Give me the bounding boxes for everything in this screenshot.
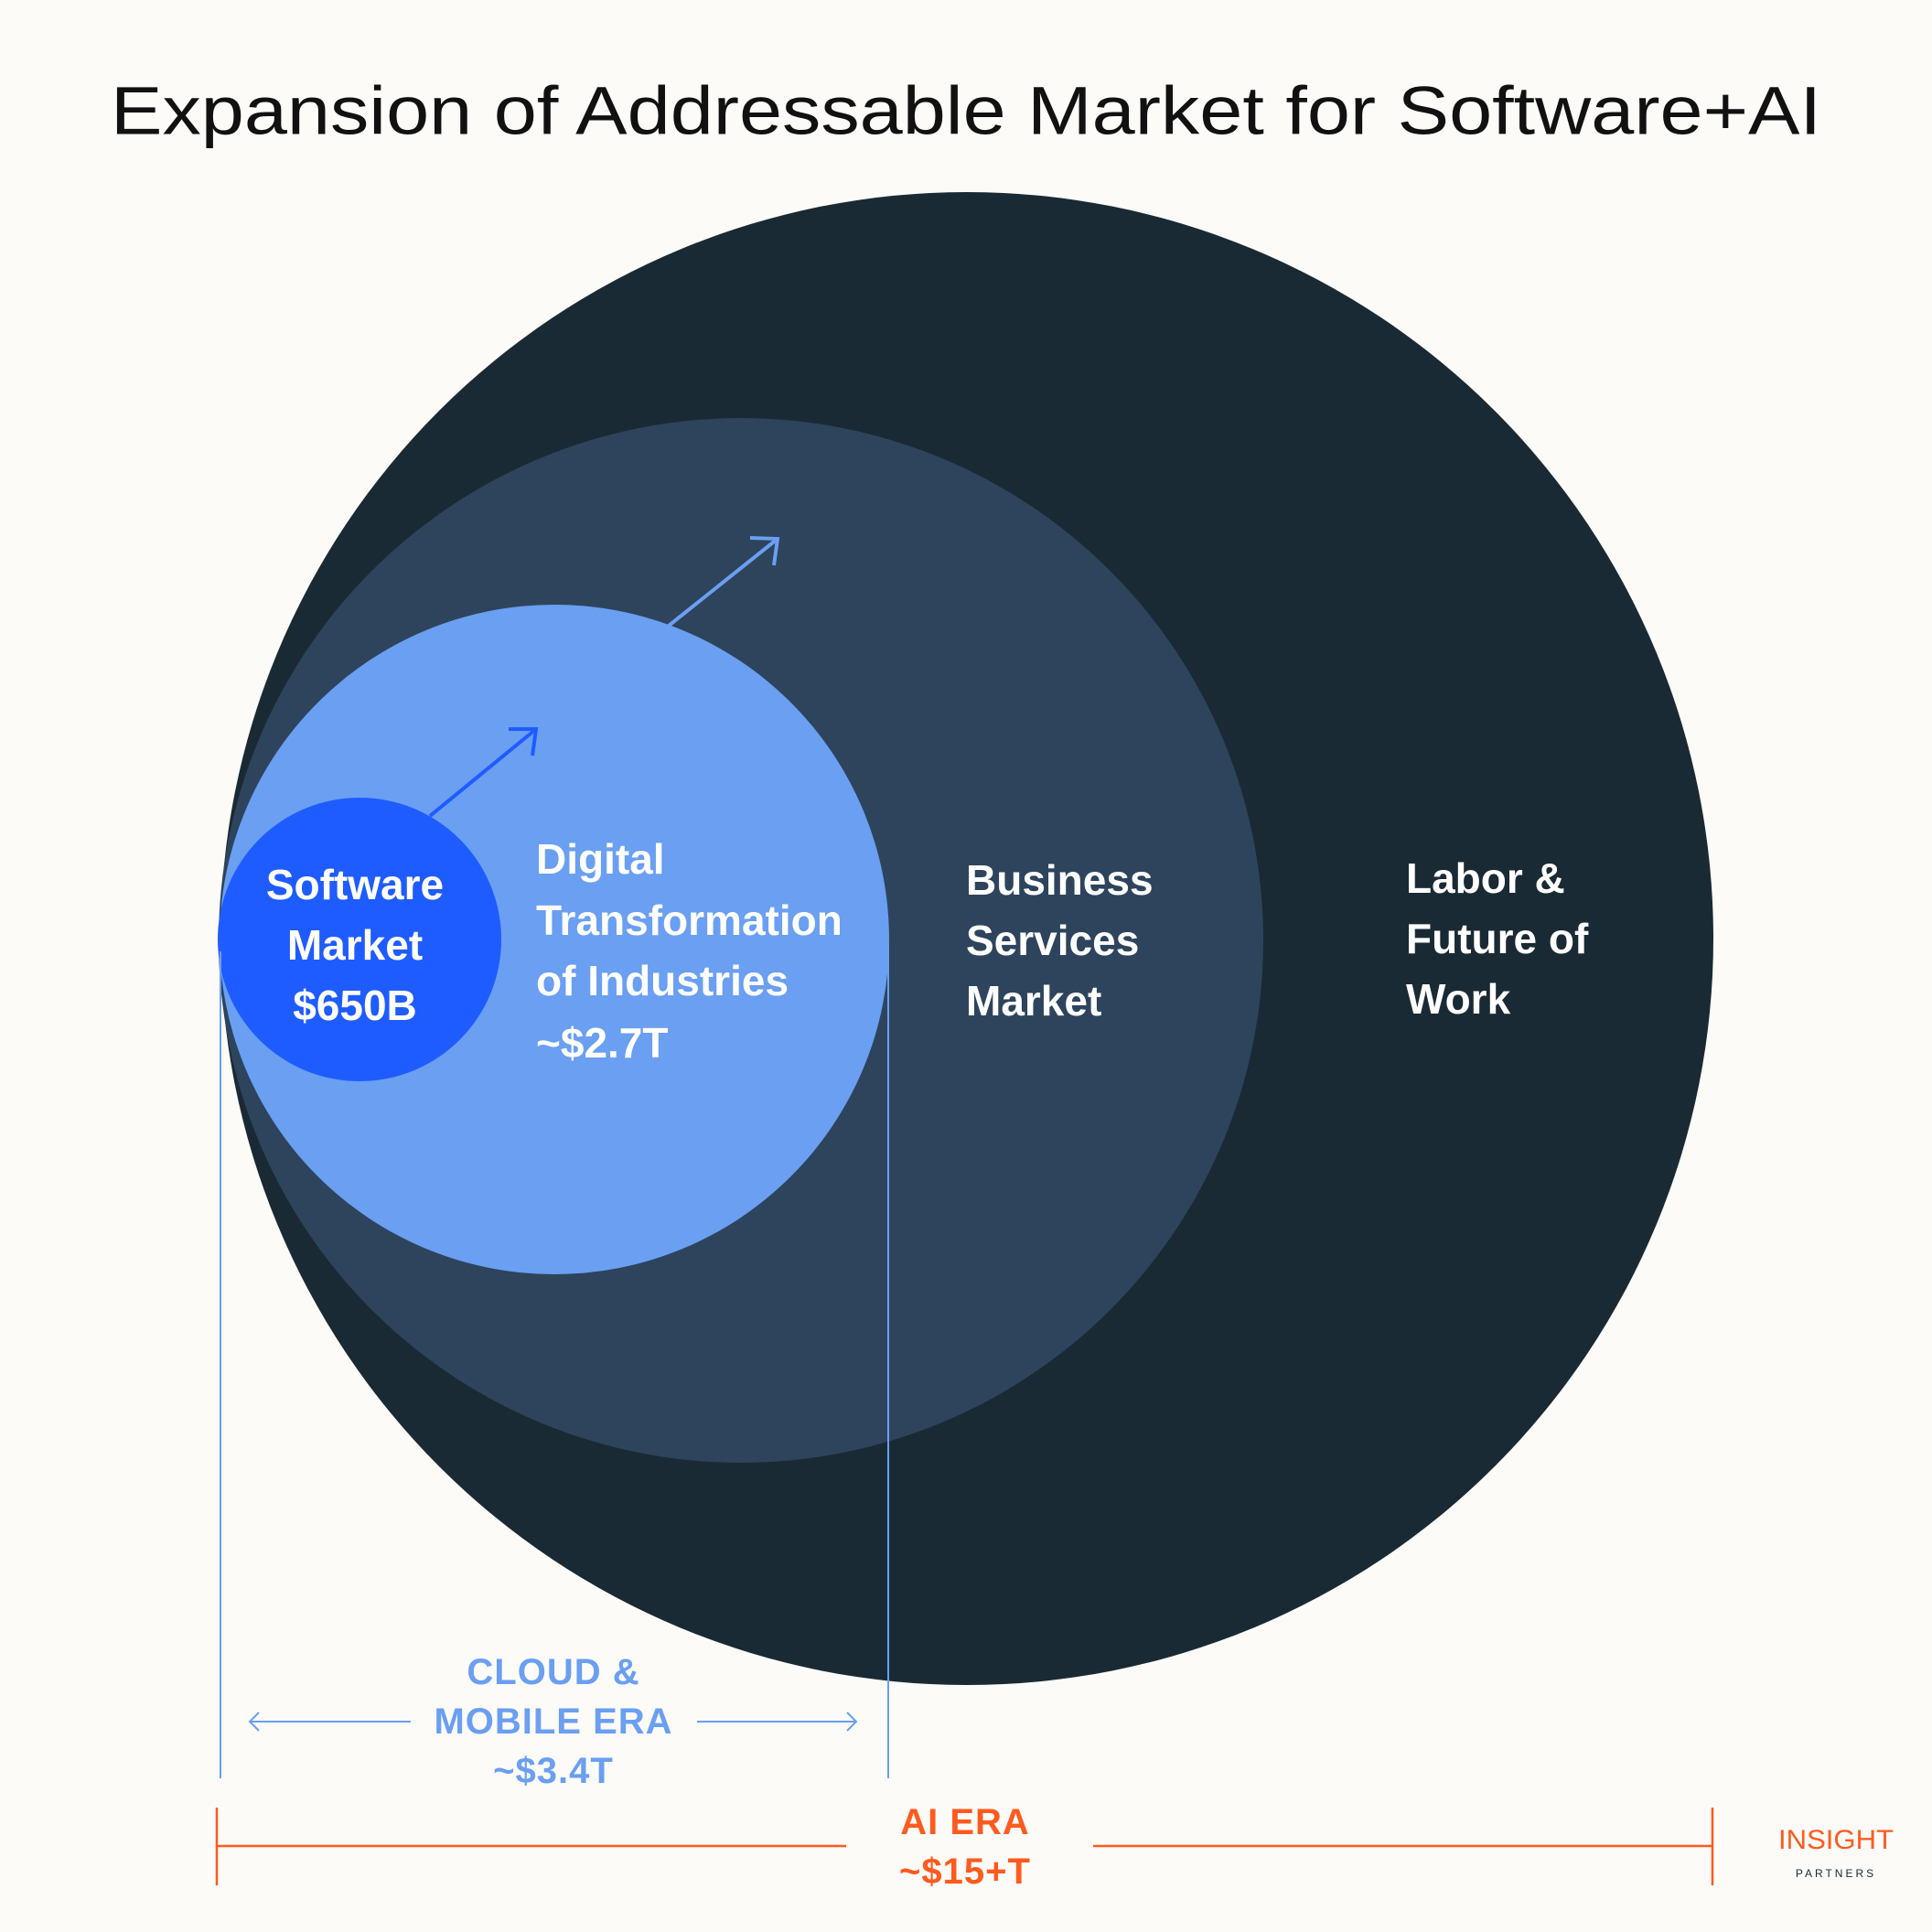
label-line: Transformation <box>536 896 843 944</box>
ai-era-bracket <box>215 1808 1714 1885</box>
label-line: AI ERA <box>900 1802 1030 1842</box>
label-line: Business <box>966 856 1154 904</box>
label-line: Services <box>966 917 1139 964</box>
software-label: Software Market $650B <box>266 861 444 1029</box>
label-value: ~$15+T <box>899 1852 1031 1892</box>
software-circle <box>218 798 501 1081</box>
label-line: Work <box>1406 975 1511 1023</box>
arrow-icon <box>428 727 539 818</box>
cloud-era-bracket <box>220 939 889 1778</box>
cloud-era-label: CLOUD & MOBILE ERA ~$3.4T <box>434 1652 672 1791</box>
label-line: Labor & <box>1406 854 1565 902</box>
label-line: Market <box>966 977 1101 1025</box>
label-value: ~$2.7T <box>536 1019 669 1067</box>
labor-label: Labor & Future of Work <box>1406 854 1589 1023</box>
page-title: Expansion of Addressable Market for Soft… <box>111 73 1821 149</box>
digital-label: Digital Transformation of Industries ~$2… <box>536 835 843 1067</box>
label-line: CLOUD & <box>467 1652 639 1692</box>
label-value: ~$3.4T <box>493 1751 614 1791</box>
business-label: Business Services Market <box>966 856 1154 1025</box>
label-line: MOBILE ERA <box>434 1701 672 1742</box>
label-line: Digital <box>536 835 665 883</box>
arrow-icon <box>667 536 780 628</box>
digital-circle <box>220 605 889 1274</box>
ai-era-label: AI ERA ~$15+T <box>899 1802 1031 1892</box>
label-line: Future of <box>1406 915 1589 962</box>
label-line: Market <box>287 921 423 969</box>
label-line: of Industries <box>536 957 789 1004</box>
label-line: Software <box>266 861 444 908</box>
logo-sub: PARTNERS <box>1796 1867 1876 1880</box>
insight-partners-logo: INSIGHT PARTNERS <box>1778 1825 1894 1880</box>
logo-name: INSIGHT <box>1778 1825 1894 1855</box>
label-value: $650B <box>293 982 417 1029</box>
